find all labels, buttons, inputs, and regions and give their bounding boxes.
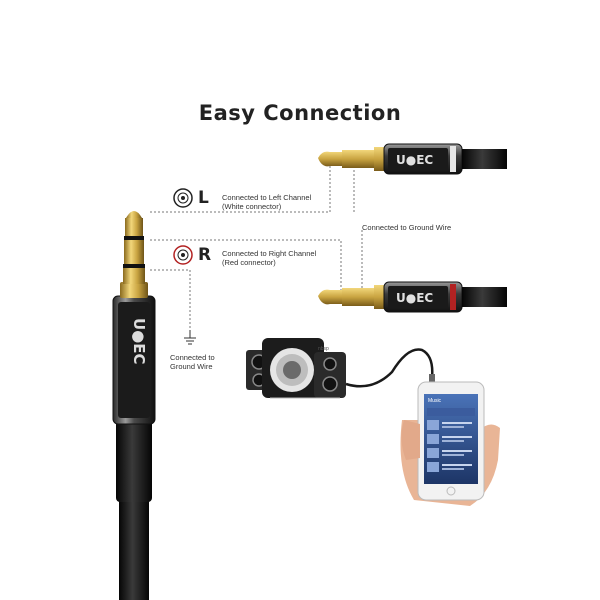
- ground-left-line1: Connected to: [170, 353, 215, 362]
- red-plug-brand-logo: U●EC: [396, 291, 433, 305]
- plug-brand-logo: U●EC: [130, 318, 148, 365]
- smartphone-in-hand-icon: Music: [400, 381, 500, 506]
- white-plug-brand-logo: U●EC: [396, 153, 433, 167]
- ground-wire-label-left: Connected to Ground Wire: [170, 353, 215, 371]
- white-ts-plug-icon: U●EC: [318, 143, 507, 175]
- trs-plug-icon: U●EC: [112, 211, 156, 600]
- left-channel-label: Connected to Left Channel (White connect…: [222, 193, 312, 211]
- phone-jack-icon: [429, 374, 435, 386]
- speaker-cable: [345, 348, 434, 388]
- speaker-brand-label: nbsp: [318, 346, 329, 352]
- ground-left-line2: Ground Wire: [170, 361, 213, 371]
- left-channel-line1: Connected to Left Channel: [222, 193, 312, 202]
- left-channel-line2: (White connector): [222, 201, 282, 211]
- right-channel-label: Connected to Right Channel (Red connecto…: [222, 249, 317, 267]
- phone-app-title: Music: [428, 398, 442, 404]
- ground-wire-label-right: Connected to Ground Wire: [362, 223, 452, 232]
- speaker-system-icon: nbsp: [246, 338, 346, 399]
- right-channel-letter: R: [198, 245, 212, 265]
- page-title: Easy Connection: [198, 101, 402, 125]
- ground-icon: [184, 330, 196, 345]
- right-channel-line1: Connected to Right Channel: [222, 249, 317, 258]
- right-channel-icon: [173, 245, 193, 265]
- right-channel-line2: (Red connector): [222, 257, 276, 267]
- left-channel-letter: L: [198, 188, 209, 208]
- red-ts-plug-icon: U●EC: [318, 281, 507, 313]
- left-channel-icon: [173, 188, 193, 208]
